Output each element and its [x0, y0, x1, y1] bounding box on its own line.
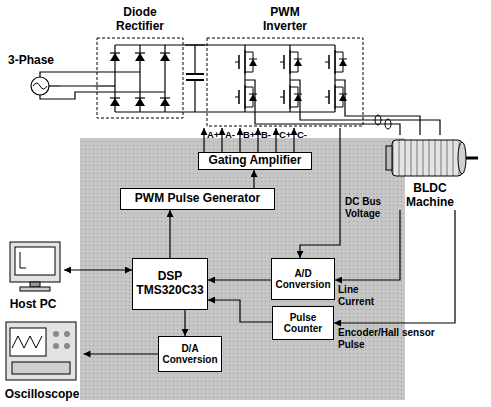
motor-drawing [386, 140, 478, 176]
connector [84, 353, 159, 354]
connector [208, 279, 271, 280]
rectifier-outline [97, 38, 183, 118]
signal-name: B- [261, 130, 271, 140]
connector [365, 116, 420, 135]
source-label: 3-Phase [2, 54, 60, 76]
oscilloscope: Oscilloscope [1, 318, 84, 402]
connector [335, 210, 400, 280]
rectifier-block: Diode Rectifier [95, 6, 185, 120]
inverter-outline [207, 38, 363, 126]
node-text: PWM Pulse Generator [135, 192, 260, 206]
ac-source [31, 77, 49, 95]
processor-box: DSP TMS320C33 [132, 258, 208, 310]
power-wiring [40, 45, 440, 135]
signal-label: Line Current [338, 284, 388, 307]
process-box: Pulse Counter [272, 306, 334, 340]
host-pc: Host PC [2, 238, 64, 312]
connector [334, 210, 455, 323]
inverter-switches [235, 50, 347, 109]
node-text: Pulse Counter [276, 312, 330, 335]
node-text: D/A Conversion [162, 343, 218, 366]
connector [300, 128, 340, 258]
process-box: A/D Conversion [271, 258, 335, 300]
process-box: D/A Conversion [158, 336, 222, 372]
process-box: PWM Pulse Generator [120, 188, 275, 210]
signal-name: C+ [279, 130, 291, 140]
process-box: Gating Amplifier [198, 152, 312, 170]
current-sensors [375, 115, 391, 129]
node-text: BLDC Machine [399, 182, 461, 210]
motor-block: BLDC Machine [380, 135, 480, 210]
signal-name: A+ [207, 130, 219, 140]
node-text: A/D Conversion [275, 268, 331, 291]
connector [253, 170, 254, 188]
node-text: 3-Phase [8, 54, 54, 68]
node-text: DSP TMS320C33 [136, 270, 204, 298]
signal-label: Encoder/Hall sensor Pulse [338, 327, 450, 350]
connector [208, 300, 272, 322]
node-text: Oscilloscope [5, 388, 80, 402]
connector [185, 44, 205, 45]
connector [60, 85, 95, 86]
gate-signals [222, 128, 294, 152]
control-region [80, 138, 405, 400]
rectifier-diodes [110, 53, 170, 106]
oscilloscope-icon [6, 322, 76, 380]
node-text: Diode Rectifier [109, 6, 171, 34]
signal-name: B+ [243, 130, 255, 140]
sine-symbol [33, 83, 47, 89]
connector [184, 310, 185, 336]
node-text: PWM Inverter [254, 6, 316, 34]
node-text: Host PC [10, 298, 57, 312]
signal-label: DC Bus Voltage [345, 196, 393, 219]
inverter-block: PWM Inverter [205, 6, 365, 128]
signal-name: A- [225, 130, 235, 140]
connector [64, 269, 132, 270]
connector [169, 210, 170, 258]
node-text: Gating Amplifier [209, 154, 302, 168]
connector [203, 128, 204, 152]
signal-name: C- [297, 130, 307, 140]
host-pc-icon [10, 242, 60, 291]
